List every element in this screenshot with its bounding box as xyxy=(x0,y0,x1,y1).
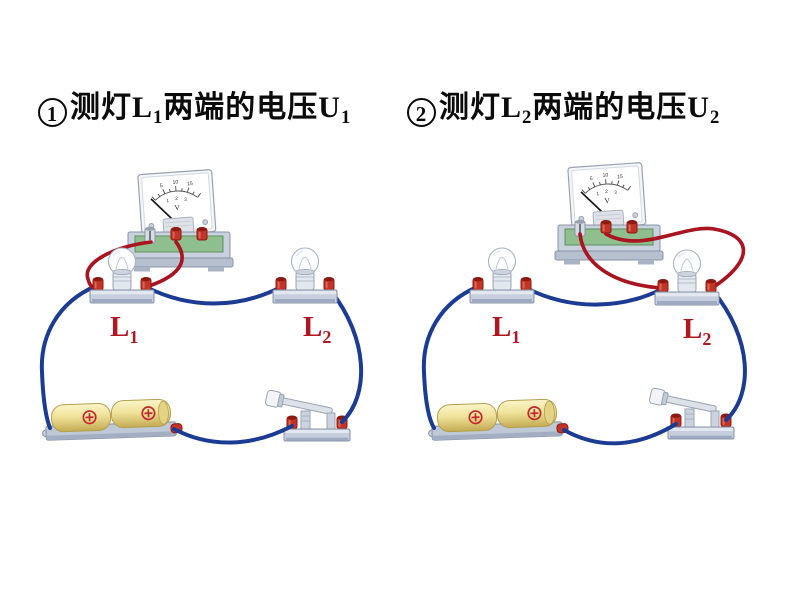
circuit-1-blue-wires xyxy=(39,284,364,445)
wire-lamp1-to-battery xyxy=(421,285,479,430)
label-L1-circuit2: L1 xyxy=(492,311,520,347)
title-2-sub-a: 2 xyxy=(522,107,533,128)
wire-lamp1-to-lamp2 xyxy=(524,286,664,307)
circuit-2-blue-wires xyxy=(421,285,747,446)
circled-number-1: 1 xyxy=(38,98,67,127)
title-1-text-b: 两端的电压U xyxy=(163,91,341,124)
title-2-text-a: 测灯L xyxy=(439,91,523,124)
label-L2-circuit1: L2 xyxy=(303,311,331,347)
voltmeter-1 xyxy=(125,170,233,272)
title-2-sub-b: 2 xyxy=(709,107,721,128)
circuit-2: L1 L2 xyxy=(421,163,747,446)
wire-switch-to-lamp2 xyxy=(711,289,747,422)
wire-battery-to-switch xyxy=(172,424,294,445)
title-2-text-b: 两端的电压U xyxy=(532,91,710,124)
wire-battery-to-switch xyxy=(562,422,678,446)
label-L2-circuit2: L2 xyxy=(683,313,711,349)
circuit-2-voltmeter-wires xyxy=(578,226,746,290)
wire-voltmeter-to-lamp1-right xyxy=(147,240,184,288)
circuit-1: L1 L2 xyxy=(39,170,364,445)
wire-voltmeter-to-lamp2-left xyxy=(578,232,663,290)
wire-switch-to-lamp2 xyxy=(329,289,364,424)
lamp-L1-circuit2 xyxy=(470,248,534,303)
label-L1-circuit1: L1 xyxy=(110,311,138,347)
wire-lamp1-to-lamp2 xyxy=(144,285,283,306)
battery-2 xyxy=(426,397,570,442)
lamp-L2-circuit2 xyxy=(655,250,719,305)
lamp-L2-circuit1 xyxy=(273,248,337,303)
battery-1 xyxy=(40,397,184,442)
title-1-text-a: 测灯L xyxy=(70,91,154,124)
wire-voltmeter-to-lamp2-right xyxy=(604,226,746,288)
circled-number-2: 2 xyxy=(407,98,436,127)
wire-lamp1-to-battery xyxy=(39,284,98,430)
title-1-sub-a: 1 xyxy=(153,107,164,128)
voltmeter-2 xyxy=(555,163,663,265)
title-1-sub-b: 1 xyxy=(340,107,352,128)
